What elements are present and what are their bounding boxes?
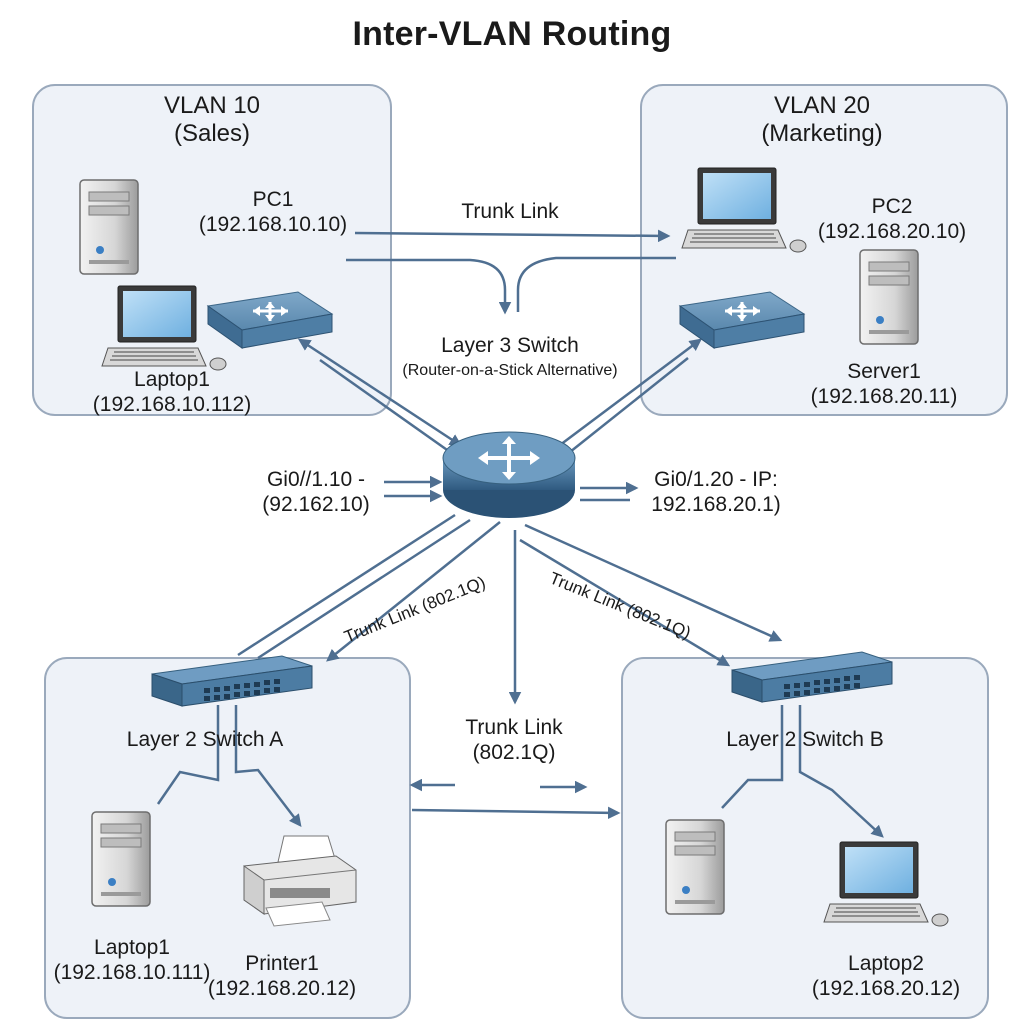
vlan20-dept: (Marketing) xyxy=(761,120,883,148)
link-router-switch-a-2 xyxy=(257,518,471,660)
vlan20-header: VLAN 20 (Marketing) xyxy=(712,92,932,149)
server1-tower-icon[interactable] xyxy=(859,249,919,345)
printer1-label: Printer1 (192.168.20.12) xyxy=(196,952,368,1002)
pc1-name: PC1 xyxy=(252,188,294,211)
link-router-switch-b-2 xyxy=(519,538,731,667)
link-merge-right xyxy=(516,256,676,312)
trunk-center-label: Trunk Link (802.1Q) xyxy=(444,716,584,766)
vlan10-name: VLAN 10 xyxy=(163,92,261,119)
trunk-link-top-label: Trunk Link xyxy=(461,200,559,223)
switch-b-drop-left xyxy=(721,705,784,809)
link-router-switch-a-3 xyxy=(326,521,501,662)
gi-left-line2: (92.162.10) xyxy=(262,492,370,516)
page-title: Inter-VLAN Routing xyxy=(352,15,672,53)
pc1-label: PC1 (192.168.10.10) xyxy=(188,188,358,238)
laptop1-bottom-tower-icon[interactable] xyxy=(91,811,151,907)
layer3-switch-note: (Router-on-a-Stick Alternative) xyxy=(402,361,618,379)
server1-ip: (192.168.20.11) xyxy=(810,384,958,408)
link-vlan10-sw-router-a xyxy=(297,338,463,447)
laptop1-bottom-name: Laptop1 xyxy=(94,936,170,959)
trunk-center-line2: (802.1Q) xyxy=(472,740,556,764)
pc2-name: PC2 xyxy=(871,195,913,218)
link-router-switch-b-1 xyxy=(524,523,783,642)
gi-right-line2: 192.168.20.1) xyxy=(651,492,781,516)
server1-name: Server1 xyxy=(847,360,921,383)
trunk-link-top xyxy=(354,229,671,243)
switch-a-drop-right xyxy=(234,705,302,827)
laptop2-ip: (192.168.20.12) xyxy=(811,976,961,1000)
vlan10-header: VLAN 10 (Sales) xyxy=(102,92,322,149)
printer1-ip: (192.168.20.12) xyxy=(207,976,357,1000)
layer3-switch-label: Layer 3 Switch (Router-on-a-Stick Altern… xyxy=(360,334,660,381)
link-vlan20-sw-router-b xyxy=(569,357,689,453)
switch-a-label: Layer 2 Switch A xyxy=(126,728,284,751)
pc1-ip: (192.168.10.10) xyxy=(198,212,348,236)
pc2-ip: (192.168.20.10) xyxy=(817,219,967,243)
laptop2-name: Laptop2 xyxy=(848,952,924,975)
pc1-tower-icon[interactable] xyxy=(79,179,139,275)
gi-right-line1: Gi0/1.20 - IP: xyxy=(654,468,778,491)
server1-label: Server1 (192.168.20.11) xyxy=(802,360,966,410)
link-vlan10-sw-router-b xyxy=(319,358,451,454)
printer1-name: Printer1 xyxy=(245,952,319,975)
laptop1-bottom-label: Laptop1 (192.168.10.111) xyxy=(40,936,224,986)
link-vlan20-sw-router-a xyxy=(559,338,702,446)
laptop1-top-ip: (192.168.10.112) xyxy=(92,392,252,416)
link-merge-left xyxy=(346,258,512,315)
switch-b-panel xyxy=(621,657,989,1019)
switch-b-tower-icon[interactable] xyxy=(665,819,725,915)
links xyxy=(156,229,884,838)
trunk-center-long xyxy=(411,806,621,820)
gi-right-label: Gi0/1.20 - IP: 192.168.20.1) xyxy=(640,468,792,518)
gi-left-line1: Gi0//1.10 - xyxy=(266,468,366,491)
switch-a-drop-left xyxy=(156,705,220,805)
router-icon[interactable] xyxy=(442,431,576,518)
laptop2-label: Laptop2 (192.168.20.12) xyxy=(800,952,972,1002)
pc2-label: PC2 (192.168.20.10) xyxy=(812,195,972,245)
laptop1-bottom-ip: (192.168.10.111) xyxy=(53,960,211,984)
gi-left-label: Gi0//1.10 - (92.162.10) xyxy=(246,468,386,518)
switch-b-drop-right xyxy=(798,705,884,838)
trunk-center-line1: Trunk Link xyxy=(465,716,563,739)
vlan20-name: VLAN 20 xyxy=(773,92,871,119)
laptop1-top-name: Laptop1 xyxy=(134,368,210,391)
layer3-switch-name: Layer 3 Switch xyxy=(441,334,579,357)
switch-a-panel xyxy=(44,657,411,1019)
switch-b-label: Layer 2 Switch B xyxy=(726,728,884,751)
link-router-switch-a-1 xyxy=(237,513,456,657)
laptop1-top-label: Laptop1 (192.168.10.112) xyxy=(84,368,260,418)
vlan10-dept: (Sales) xyxy=(173,120,251,148)
